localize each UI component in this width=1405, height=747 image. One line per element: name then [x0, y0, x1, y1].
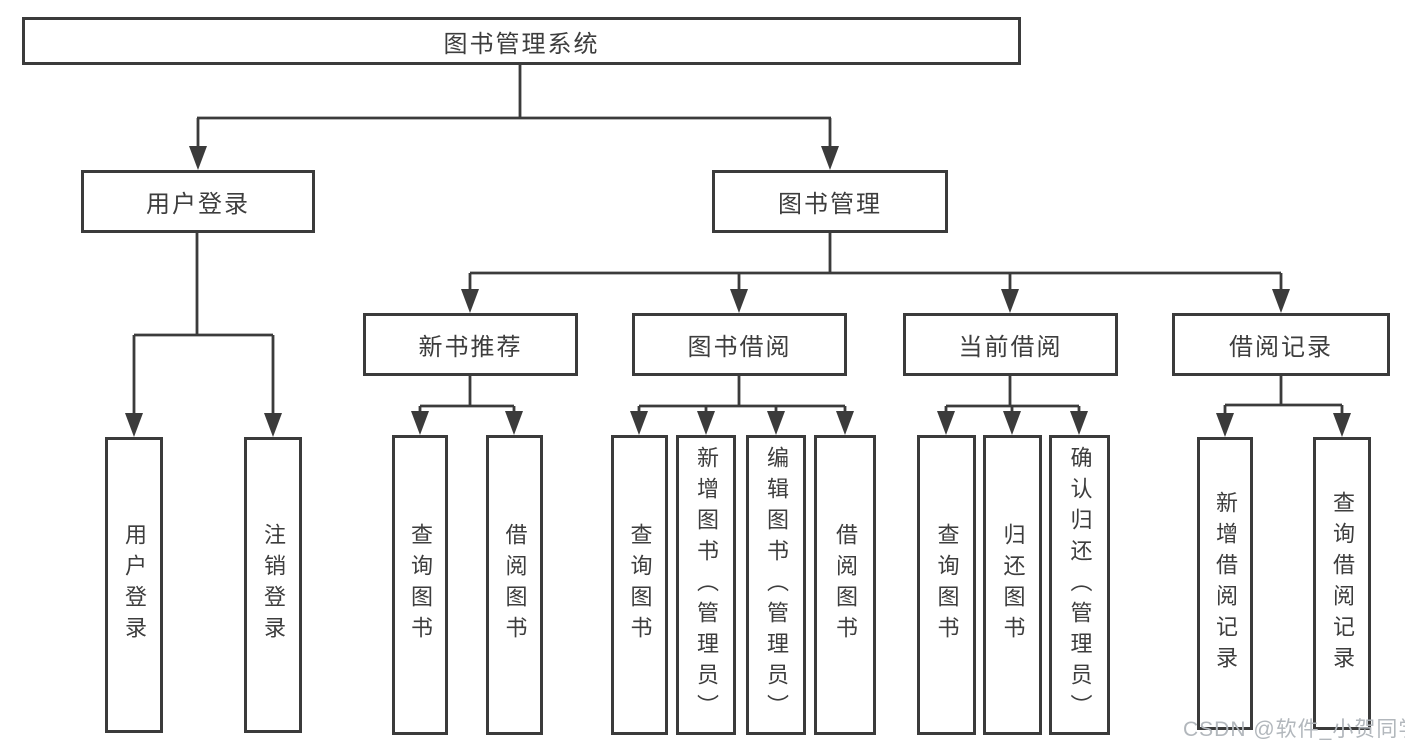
node-book-borrow: 图书借阅 [632, 313, 847, 376]
node-book-management: 图书管理 [712, 170, 948, 233]
leaf-borrow-book-2-label: 借阅图书 [833, 523, 858, 647]
node-user-login: 用户登录 [81, 170, 315, 233]
node-new-book-recommend: 新书推荐 [363, 313, 578, 376]
leaf-add-borrow-record-label: 新增借阅记录 [1213, 490, 1238, 677]
leaf-query-book-3: 查询图书 [917, 435, 976, 735]
node-current-borrow: 当前借阅 [903, 313, 1118, 376]
leaf-query-borrow-record-label: 查询借阅记录 [1330, 490, 1355, 677]
leaf-query-book-3-label: 查询图书 [934, 523, 960, 647]
leaf-add-book-admin: 新增图书（管理员） [676, 435, 736, 735]
leaf-confirm-return-admin-label: 确认归还（管理员） [1067, 445, 1093, 725]
node-borrow-record-label: 借阅记录 [1229, 334, 1333, 361]
leaf-add-borrow-record: 新增借阅记录 [1197, 437, 1253, 730]
leaf-borrow-book-1-label: 借阅图书 [502, 523, 528, 647]
node-book-borrow-label: 图书借阅 [687, 334, 792, 361]
leaf-return-book-label: 归还图书 [1000, 523, 1026, 647]
leaf-logout-label: 注销登录 [261, 523, 286, 647]
leaf-logout: 注销登录 [244, 437, 302, 733]
leaf-borrow-book-1: 借阅图书 [486, 435, 543, 735]
node-user-login-label: 用户登录 [146, 191, 250, 218]
leaf-query-borrow-record: 查询借阅记录 [1313, 437, 1371, 730]
leaf-query-book-1: 查询图书 [392, 435, 448, 735]
leaf-user-login: 用户登录 [105, 437, 163, 733]
leaf-confirm-return-admin: 确认归还（管理员） [1049, 435, 1110, 735]
leaf-user-login-label: 用户登录 [122, 523, 147, 647]
node-new-book-recommend-label: 新书推荐 [418, 334, 523, 361]
node-borrow-record: 借阅记录 [1172, 313, 1390, 376]
leaf-return-book: 归还图书 [983, 435, 1042, 735]
node-book-management-label: 图书管理 [778, 191, 882, 218]
node-root-label: 图书管理系统 [443, 30, 600, 58]
node-root-system: 图书管理系统 [22, 17, 1021, 65]
leaf-edit-book-admin: 编辑图书（管理员） [746, 435, 806, 735]
csdn-watermark: CSDN @软件_小贺同学 [1183, 718, 1405, 741]
leaf-edit-book-admin-label: 编辑图书（管理员） [764, 445, 789, 725]
leaf-query-book-2: 查询图书 [611, 435, 668, 735]
leaf-query-book-1-label: 查询图书 [408, 523, 433, 647]
node-current-borrow-label: 当前借阅 [958, 334, 1063, 361]
arrowhead-icons [125, 146, 1351, 437]
leaf-add-book-admin-label: 新增图书（管理员） [694, 445, 719, 725]
leaf-borrow-book-2: 借阅图书 [814, 435, 876, 735]
leaf-query-book-2-label: 查询图书 [627, 523, 653, 647]
